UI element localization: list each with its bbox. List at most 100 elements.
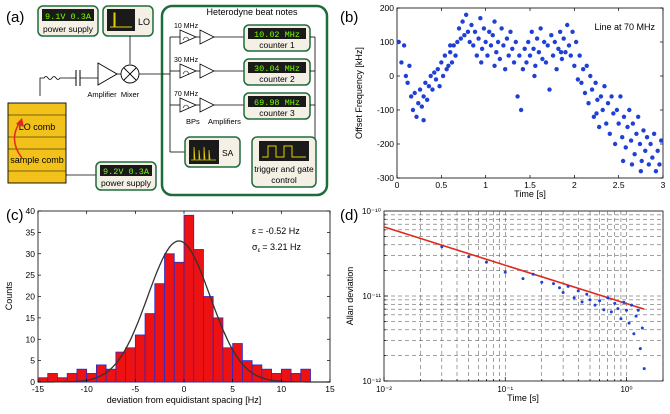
plot-c-ylabel: Counts [4, 281, 14, 310]
data-point [485, 53, 490, 58]
plot-b-xlabel: Time [s] [514, 189, 546, 199]
plot-b-ylabel: Offset Frequency [kHz] [354, 47, 364, 139]
data-point [456, 26, 462, 31]
data-point [659, 138, 664, 143]
data-point [460, 19, 465, 24]
data-point [423, 80, 428, 86]
y-tick-label: 5 [30, 356, 35, 366]
lo-supply-display: 9.1V 0.3A [45, 12, 92, 22]
y-tick-label: 100 [380, 37, 394, 47]
data-point [419, 104, 425, 109]
data-point [588, 73, 593, 79]
data-point [644, 135, 650, 140]
data-point [501, 43, 506, 48]
data-point [417, 87, 423, 92]
y-tick-label: -100 [377, 105, 394, 115]
data-point [494, 50, 499, 55]
y-tick-label: 10 [26, 334, 36, 344]
data-point [625, 308, 629, 312]
sa-label: SA [222, 148, 234, 158]
data-point [642, 367, 646, 371]
data-point [581, 67, 586, 72]
x-tick-label: -5 [132, 384, 140, 394]
data-point [399, 60, 404, 65]
plot-b-points [396, 12, 664, 174]
data-point [622, 300, 626, 304]
data-point [426, 84, 432, 89]
data-point [639, 158, 644, 164]
data-point [543, 60, 549, 65]
data-point [401, 43, 407, 48]
data-point [508, 29, 513, 34]
data-point [636, 308, 640, 312]
data-point [579, 80, 584, 86]
y-tick-label: 35 [26, 227, 36, 237]
data-point [448, 50, 453, 55]
data-point [540, 280, 544, 284]
data-point [580, 300, 584, 304]
red-arrow-icon [13, 121, 23, 159]
data-point [446, 63, 451, 68]
data-point [513, 39, 519, 45]
data-point [520, 67, 526, 72]
data-point [552, 39, 558, 45]
histogram-bar [125, 347, 136, 383]
data-point [467, 255, 471, 259]
data-point [463, 12, 469, 17]
data-point [643, 148, 648, 153]
data-point [625, 124, 630, 130]
data-point [524, 60, 529, 65]
data-point [620, 135, 625, 140]
data-point [638, 347, 642, 351]
data-point [572, 63, 577, 68]
plot-c-annotation-2: σε= 3.21 Hz [252, 242, 302, 254]
data-point [620, 158, 626, 164]
bandpass-filter-icon [179, 63, 197, 79]
y-tick-label: -300 [377, 173, 394, 183]
data-point [596, 124, 602, 130]
trigger-label-2: control [271, 175, 297, 185]
amplifier-icon [199, 63, 215, 79]
data-point [602, 308, 606, 312]
data-point [495, 39, 501, 45]
data-point [612, 141, 618, 147]
data-point [439, 60, 444, 65]
panel-a-schematic: (a) 9.1V 0.3A power supply LO Mixer Ampl… [6, 4, 329, 197]
data-point [540, 56, 545, 62]
lo-comb-label: LO comb [19, 122, 56, 132]
data-point [573, 39, 579, 45]
data-point [465, 29, 471, 34]
data-point [559, 56, 565, 62]
y-tick-label: -200 [377, 139, 394, 149]
data-point [632, 332, 636, 336]
data-point [588, 298, 592, 302]
data-point [458, 36, 464, 41]
y-tick-label: 25 [26, 270, 36, 280]
panel-label-d: (d) [340, 207, 358, 224]
beat-chain-3: 70 MHz 69.98 MHz counter 3 [170, 91, 315, 120]
data-point [533, 63, 538, 68]
data-point [504, 36, 510, 41]
histogram-bar [66, 373, 78, 383]
y-tick-label: 10⁻¹⁰ [362, 207, 381, 216]
data-point [630, 303, 634, 307]
bandpass-filter-icon [179, 97, 197, 113]
lo-generator: LO [102, 5, 154, 37]
data-point [522, 46, 527, 51]
data-point [563, 50, 568, 55]
data-point [570, 29, 575, 34]
amplifier-icon [199, 97, 215, 113]
plot-b-frame [396, 7, 664, 179]
data-point [442, 53, 448, 58]
data-point [616, 307, 620, 311]
x-tick-label: -10 [81, 384, 94, 394]
data-point [634, 131, 639, 136]
x-tick-label: 10 [277, 384, 287, 394]
data-point [492, 19, 497, 24]
histogram-bar [134, 334, 146, 383]
y-tick-label: 10⁻¹² [363, 377, 382, 386]
